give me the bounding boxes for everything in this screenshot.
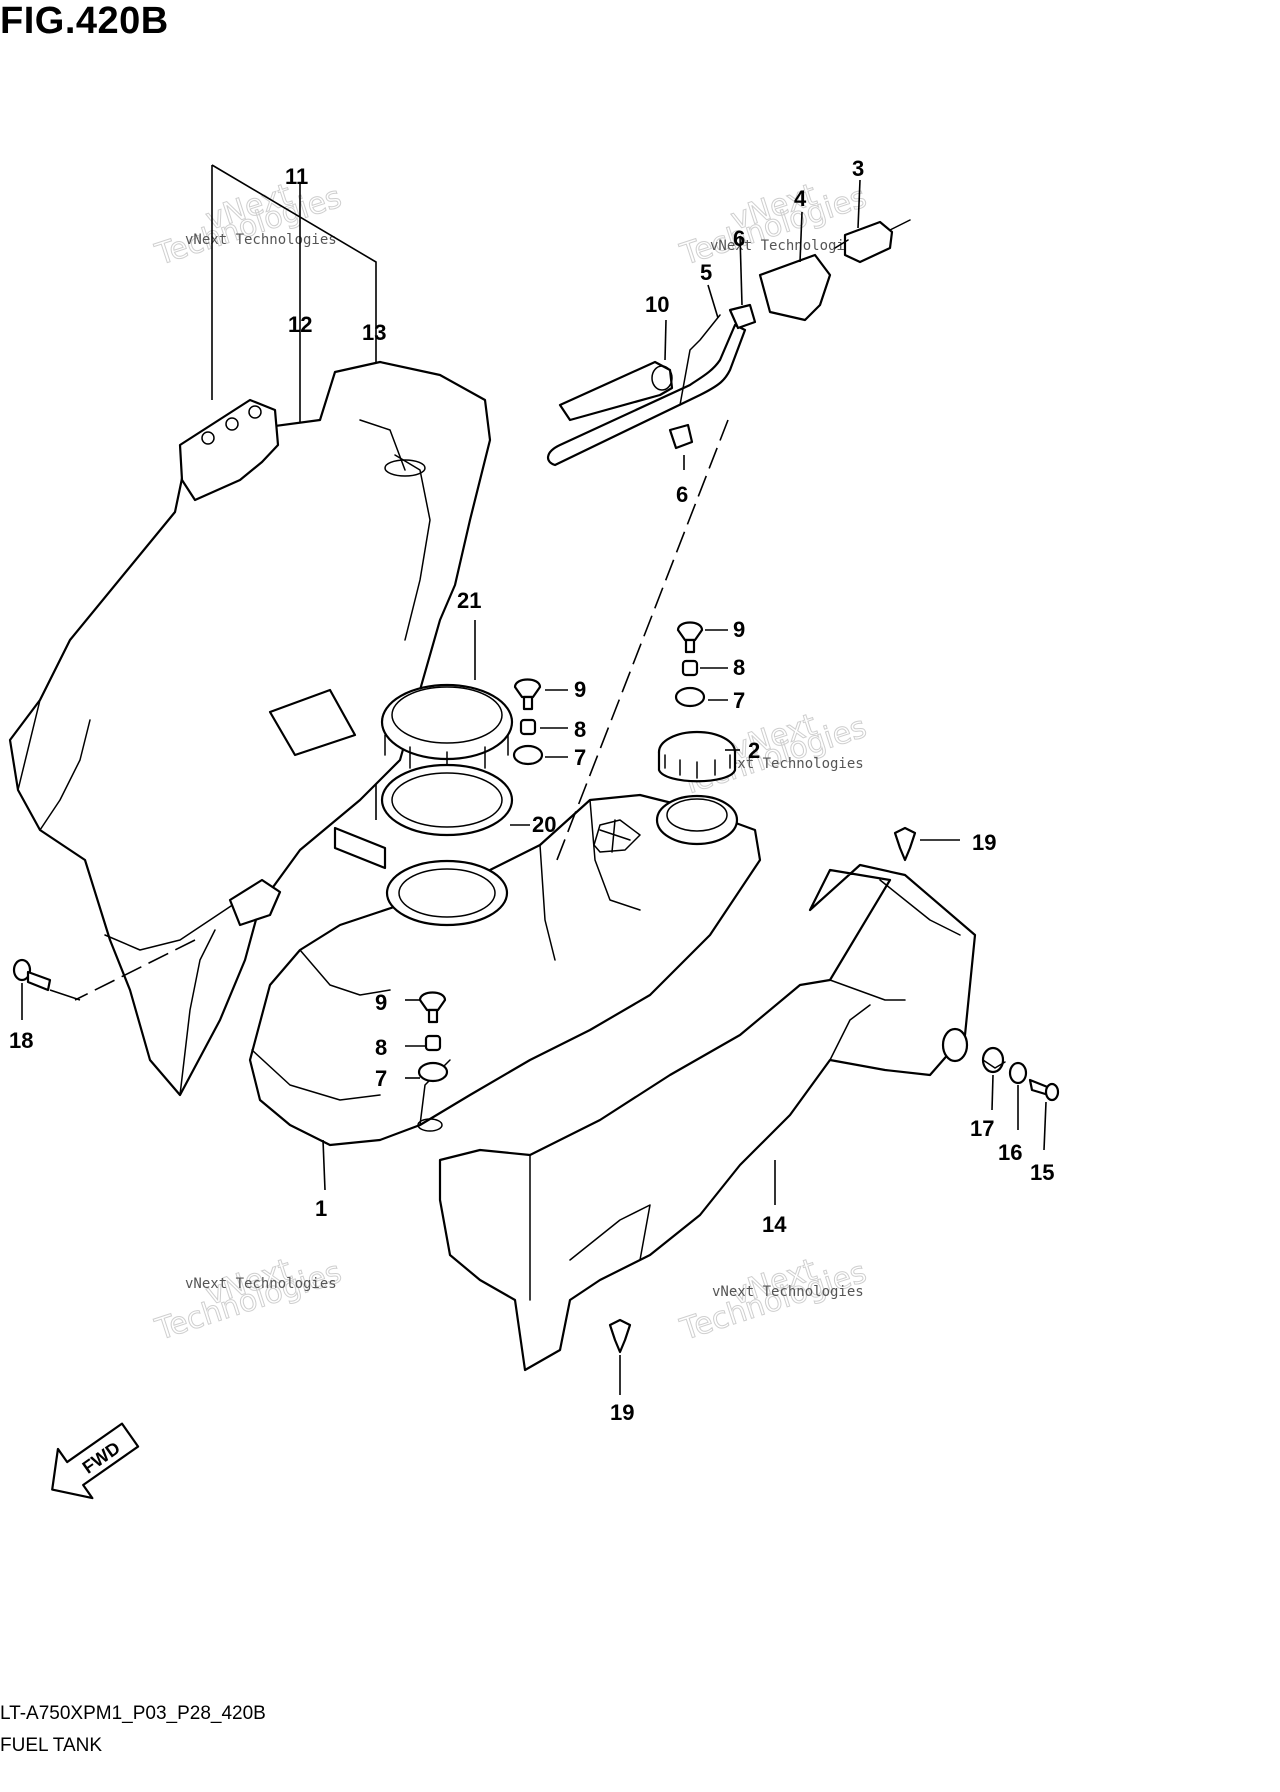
hose-clamp-part-6-lower <box>668 423 694 450</box>
push-rivet-part-19-lower <box>608 1318 632 1354</box>
callout-17: 17 <box>970 1116 994 1141</box>
watermark-text: vNext Technologies <box>712 1284 864 1300</box>
collar-part-17 <box>981 1046 1006 1074</box>
callout-11: 11 <box>285 164 308 189</box>
watermark-bottom-right: Technologies vNext vNext Technologies <box>675 1252 871 1349</box>
foam-pad-part-13 <box>333 826 387 870</box>
callout-8-lower: 8 <box>375 1035 387 1060</box>
callout-8-right: 8 <box>733 655 745 680</box>
dashed-assembly-line-left <box>74 939 196 1001</box>
callout-7-right: 7 <box>733 688 745 713</box>
side-cover-part-11 <box>8 360 492 1097</box>
tank-left-clip <box>228 878 282 927</box>
figure-name: FUEL TANK <box>0 1735 103 1756</box>
callout-9-mid: 9 <box>574 677 586 702</box>
callout-12: 12 <box>288 312 312 337</box>
callout-19-bottom: 19 <box>610 1400 634 1425</box>
figure-code: LT-A750XPM1_P03_P28_420B <box>0 1703 266 1724</box>
watermark-text: vNext Technologies <box>710 238 862 254</box>
push-rivet-part-19-upper <box>893 826 917 862</box>
callout-7-lower: 7 <box>375 1066 387 1091</box>
bolt-part-15 <box>1028 1078 1060 1102</box>
fuel-tank-part-1 <box>248 793 762 1147</box>
side-cover-part-14 <box>438 863 977 1372</box>
callout-21: 21 <box>457 588 481 613</box>
callout-2: 2 <box>748 738 760 763</box>
watermark-bottom-left: Technologies vNext vNext Technologies <box>150 1252 346 1349</box>
fastener-stack-mid <box>512 678 544 766</box>
watermark-text: vNext Technologies <box>712 756 864 772</box>
callout-14: 14 <box>762 1212 787 1237</box>
watermark-text: vNext Technologies <box>185 232 337 248</box>
hose-guide-part-10 <box>558 360 674 422</box>
callout-13: 13 <box>362 320 386 345</box>
gasket-part-20 <box>380 763 514 837</box>
lock-ring-part-21 <box>380 683 514 773</box>
callout-5: 5 <box>700 260 712 285</box>
breather-valve-part-3 <box>834 219 911 264</box>
callout-20: 20 <box>532 812 556 837</box>
callout-19-right: 19 <box>972 830 996 855</box>
watermark-top-right: Technologies vNext vNext Technologies <box>675 177 871 274</box>
bolt-part-18 <box>12 958 52 992</box>
callout-4: 4 <box>794 186 807 211</box>
callout-6-upper: 6 <box>733 226 745 251</box>
breather-bracket-part-4 <box>758 253 832 322</box>
callout-9-right: 9 <box>733 617 745 642</box>
figure-title: FIG.420B <box>0 0 169 42</box>
watermark-top-left: Technologies vNext vNext Technologies <box>150 177 346 274</box>
watermark-text: vNext Technologies <box>185 1276 337 1292</box>
fwd-arrow-icon: FWD <box>51 1422 140 1500</box>
cover-handle <box>178 398 280 502</box>
callout-16: 16 <box>998 1140 1022 1165</box>
washer-part-16 <box>1008 1061 1028 1085</box>
fastener-stack-lower <box>417 991 449 1083</box>
fuel-cap-part-2 <box>657 730 737 783</box>
callout-labels: 1 2 3 4 5 6 6 7 7 7 8 8 8 9 9 9 10 11 12… <box>9 156 1054 1425</box>
hose-clamp-part-6-upper <box>728 303 757 330</box>
callout-18: 18 <box>9 1028 33 1053</box>
callout-9-lower: 9 <box>375 990 387 1015</box>
fastener-stack-upper-right <box>674 621 706 708</box>
callout-8-mid: 8 <box>574 717 586 742</box>
callout-7-mid: 7 <box>574 745 586 770</box>
dashed-assembly-line-breather <box>554 419 729 866</box>
label-plate-part-12 <box>268 688 357 757</box>
callout-1: 1 <box>315 1196 327 1221</box>
callout-6-lower: 6 <box>676 482 688 507</box>
callout-3: 3 <box>852 156 864 181</box>
callout-15: 15 <box>1030 1160 1054 1185</box>
breather-hose-part-5 <box>547 314 747 467</box>
leader-lines <box>21 179 1047 1395</box>
callout-10: 10 <box>645 292 669 317</box>
